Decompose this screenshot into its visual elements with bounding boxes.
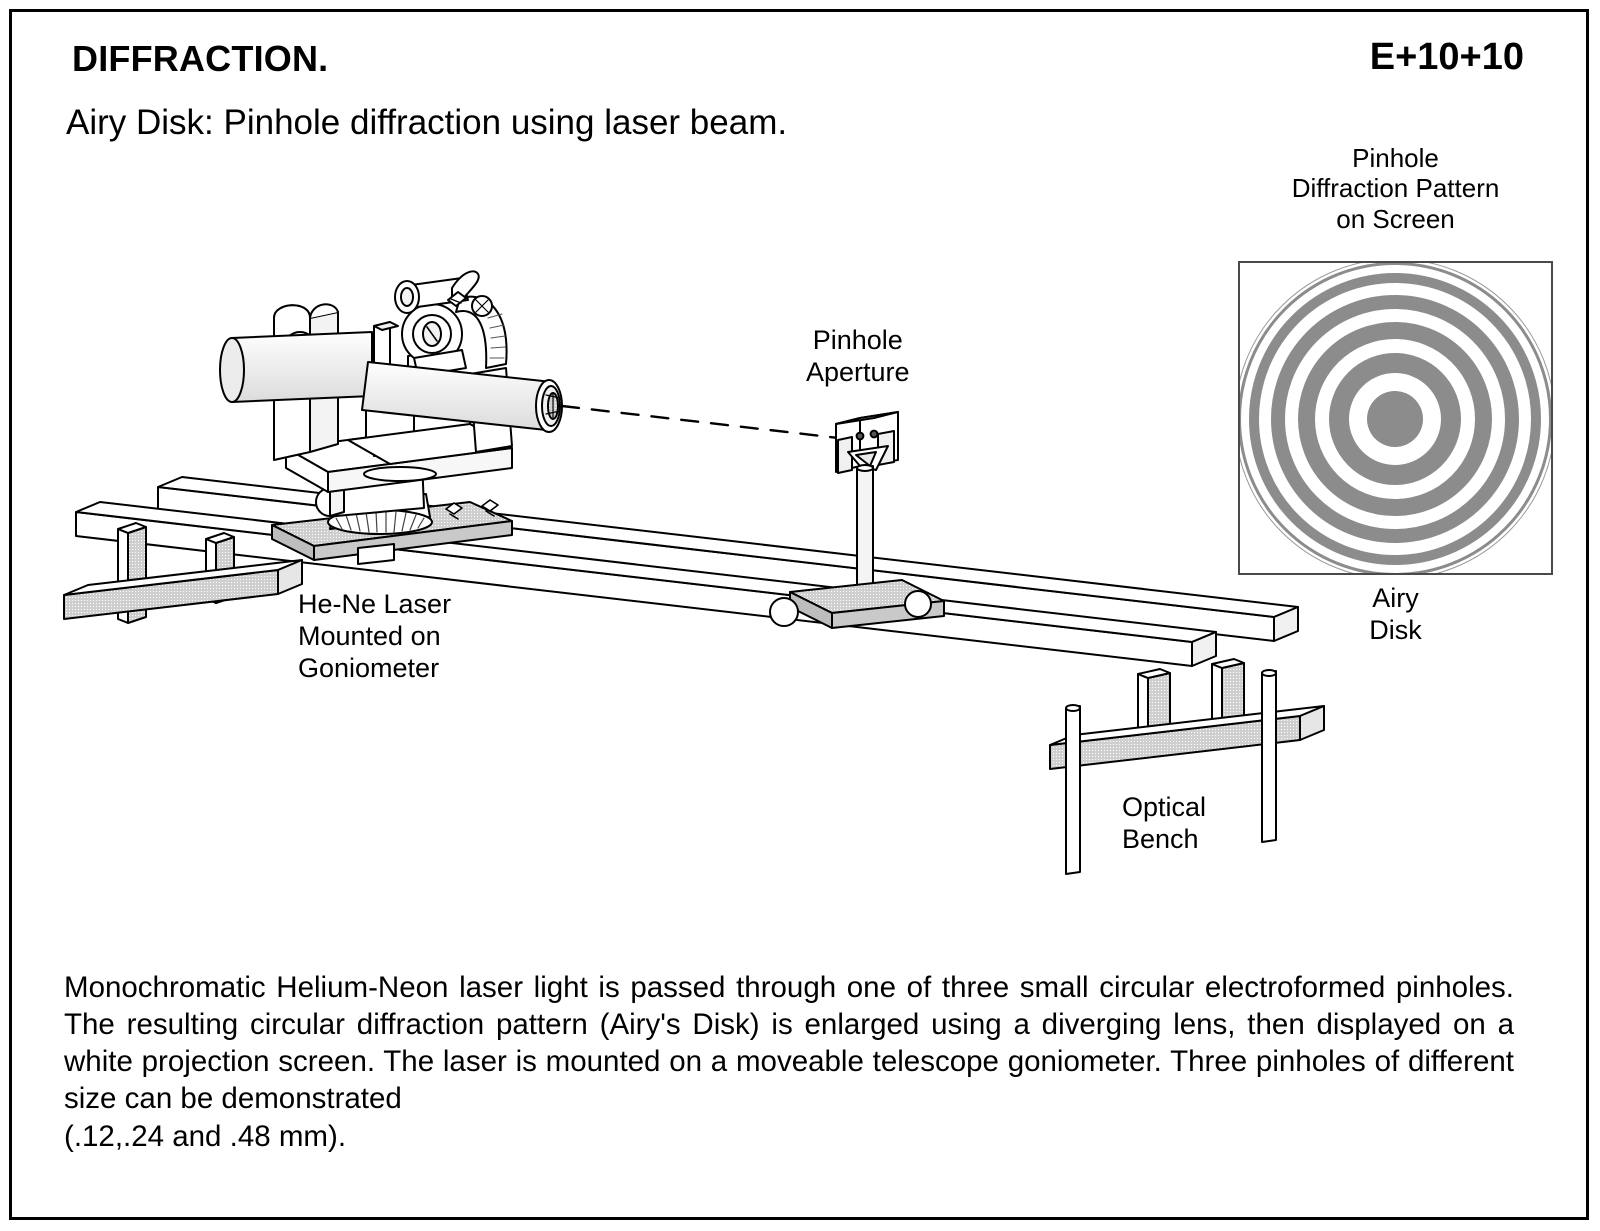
airy-ring-4 — [1249, 273, 1541, 565]
label-airy-disk: Airy Disk — [1369, 583, 1422, 645]
label-optical-bench: Optical Bench — [1122, 792, 1207, 854]
airy-panel-caption: Pinhole Diffraction Pattern on Screen — [1291, 143, 1500, 234]
airy-central-disk — [1367, 391, 1423, 447]
airy-ring-1 — [1329, 353, 1461, 485]
pinhole-aperture-holder[interactable] — [835, 411, 899, 474]
airy-pattern-panel — [1238, 261, 1553, 575]
airy-ring-5 — [1240, 263, 1551, 573]
demo-code: E+10+10 — [1369, 36, 1524, 78]
carrier-saddle[interactable] — [769, 579, 945, 629]
goniometer-telescope-head — [394, 270, 508, 377]
leveling-screws — [1065, 669, 1277, 875]
bench-feet-right — [1049, 705, 1325, 770]
airy-disk-rings — [1240, 263, 1551, 573]
bench-feet — [63, 559, 303, 620]
label-he-ne-laser: He-Ne Laser Mounted on Goniometer — [298, 589, 452, 683]
description-paragraph: Monochromatic Helium-Neon laser light is… — [64, 969, 1514, 1155]
description-body: Monochromatic Helium-Neon laser light is… — [64, 971, 1514, 1116]
description-last-line: (.12,.24 and .48 mm). — [64, 1119, 347, 1153]
airy-ring-2 — [1298, 322, 1492, 516]
page-border — [9, 9, 1589, 1220]
label-pinhole-aperture: Pinhole Aperture — [806, 325, 910, 387]
page-subtitle: Airy Disk: Pinhole diffraction using las… — [66, 103, 788, 142]
airy-ring-3 — [1271, 295, 1519, 543]
page-title: DIFFRACTION. — [72, 38, 329, 79]
he-ne-laser-tube — [219, 331, 563, 433]
beam-path[interactable] — [560, 404, 858, 442]
